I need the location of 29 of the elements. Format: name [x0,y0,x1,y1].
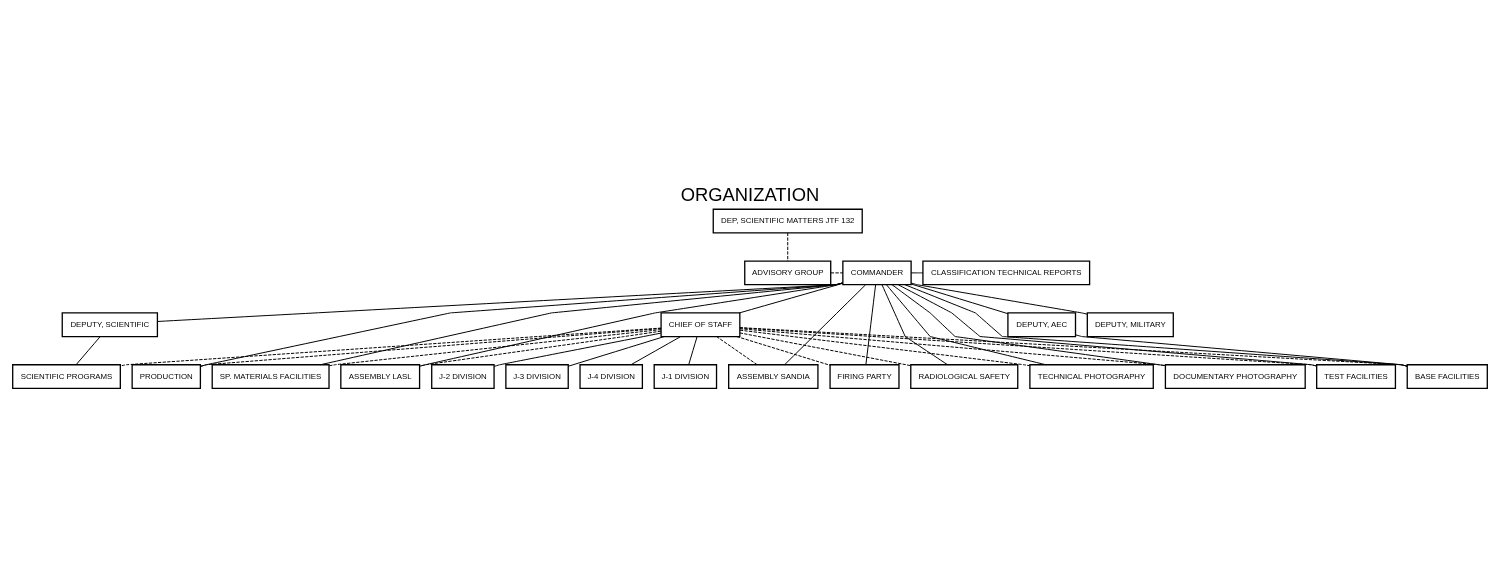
connector [567,336,665,367]
connector [738,282,843,314]
connector [738,328,1166,367]
connector [493,332,661,367]
connector [885,284,1046,366]
connector [687,336,698,366]
connector [629,336,681,366]
connector [864,284,876,365]
connector [199,282,843,367]
connector [786,232,788,262]
connector [715,336,758,366]
connector [881,284,948,366]
connector [738,332,911,367]
connector [783,284,866,365]
connector [735,336,830,366]
connector [418,330,662,367]
connector [119,327,661,367]
connector [829,272,843,274]
connector [156,282,843,322]
connector [75,336,101,366]
connector [910,282,1088,315]
connector [319,282,843,366]
connector [891,284,1166,367]
connector [910,272,923,274]
connector [739,329,1030,367]
connector [418,282,843,367]
connector [328,329,661,367]
connector [910,283,1008,315]
diagram-title: ORGANIZATION [680,183,819,205]
